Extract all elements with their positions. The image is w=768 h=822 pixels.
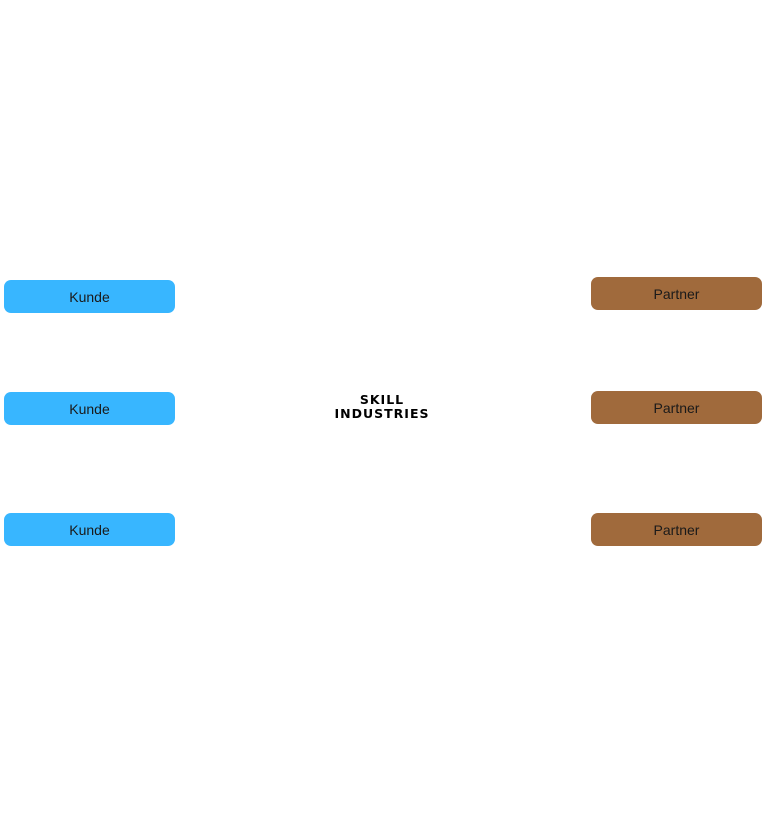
partner-label: Partner bbox=[653, 285, 700, 302]
kunde-node: Kunde bbox=[4, 280, 175, 313]
partner-label: Partner bbox=[653, 521, 700, 538]
partner-node: Partner bbox=[591, 513, 762, 546]
brand-line-2: INDUSTRIES bbox=[334, 406, 430, 421]
partner-label: Partner bbox=[653, 399, 700, 416]
kunde-node: Kunde bbox=[4, 513, 175, 546]
partner-node: Partner bbox=[591, 391, 762, 424]
kunde-label: Kunde bbox=[69, 288, 110, 305]
kunde-label: Kunde bbox=[69, 521, 110, 538]
kunde-label: Kunde bbox=[69, 400, 110, 417]
brand-line-1: SKILL bbox=[359, 392, 405, 407]
partner-node: Partner bbox=[591, 277, 762, 310]
kunde-node: Kunde bbox=[4, 392, 175, 425]
center-brand-logo: SKILL INDUSTRIES bbox=[320, 393, 444, 421]
